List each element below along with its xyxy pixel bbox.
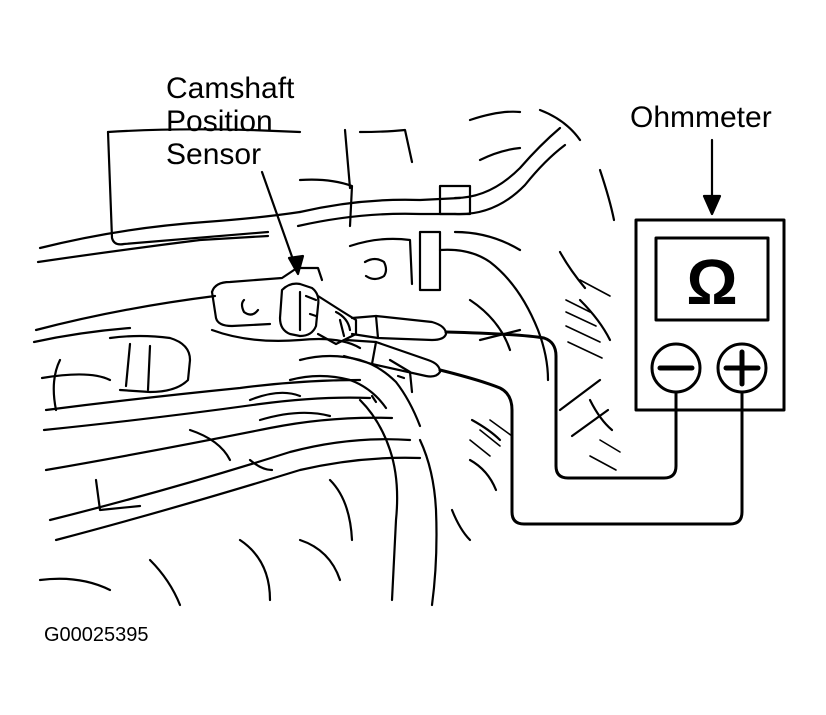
sensor-label-line1: Camshaft bbox=[166, 72, 295, 105]
meter-leads bbox=[438, 330, 744, 526]
wiring-harness bbox=[38, 108, 616, 607]
ohmmeter bbox=[634, 218, 786, 412]
figure-id: G00025395 bbox=[44, 624, 149, 646]
camshaft-sensor-label: Camshaft Position Sensor bbox=[166, 72, 294, 171]
camshaft-position-sensor bbox=[278, 282, 358, 346]
ohmmeter-label: Ohmmeter bbox=[630, 101, 772, 134]
arrow-down-icon bbox=[702, 194, 722, 216]
sensor-bracket bbox=[210, 264, 324, 328]
test-probes bbox=[342, 314, 448, 378]
omega-symbol: Ω bbox=[686, 246, 737, 318]
sensor-label-line3: Sensor bbox=[166, 138, 262, 171]
engine-housing bbox=[32, 128, 414, 344]
sensor-label-line2: Position bbox=[166, 105, 273, 138]
callout-arrows bbox=[260, 138, 722, 276]
hatching bbox=[469, 279, 621, 471]
hoses bbox=[296, 110, 587, 382]
